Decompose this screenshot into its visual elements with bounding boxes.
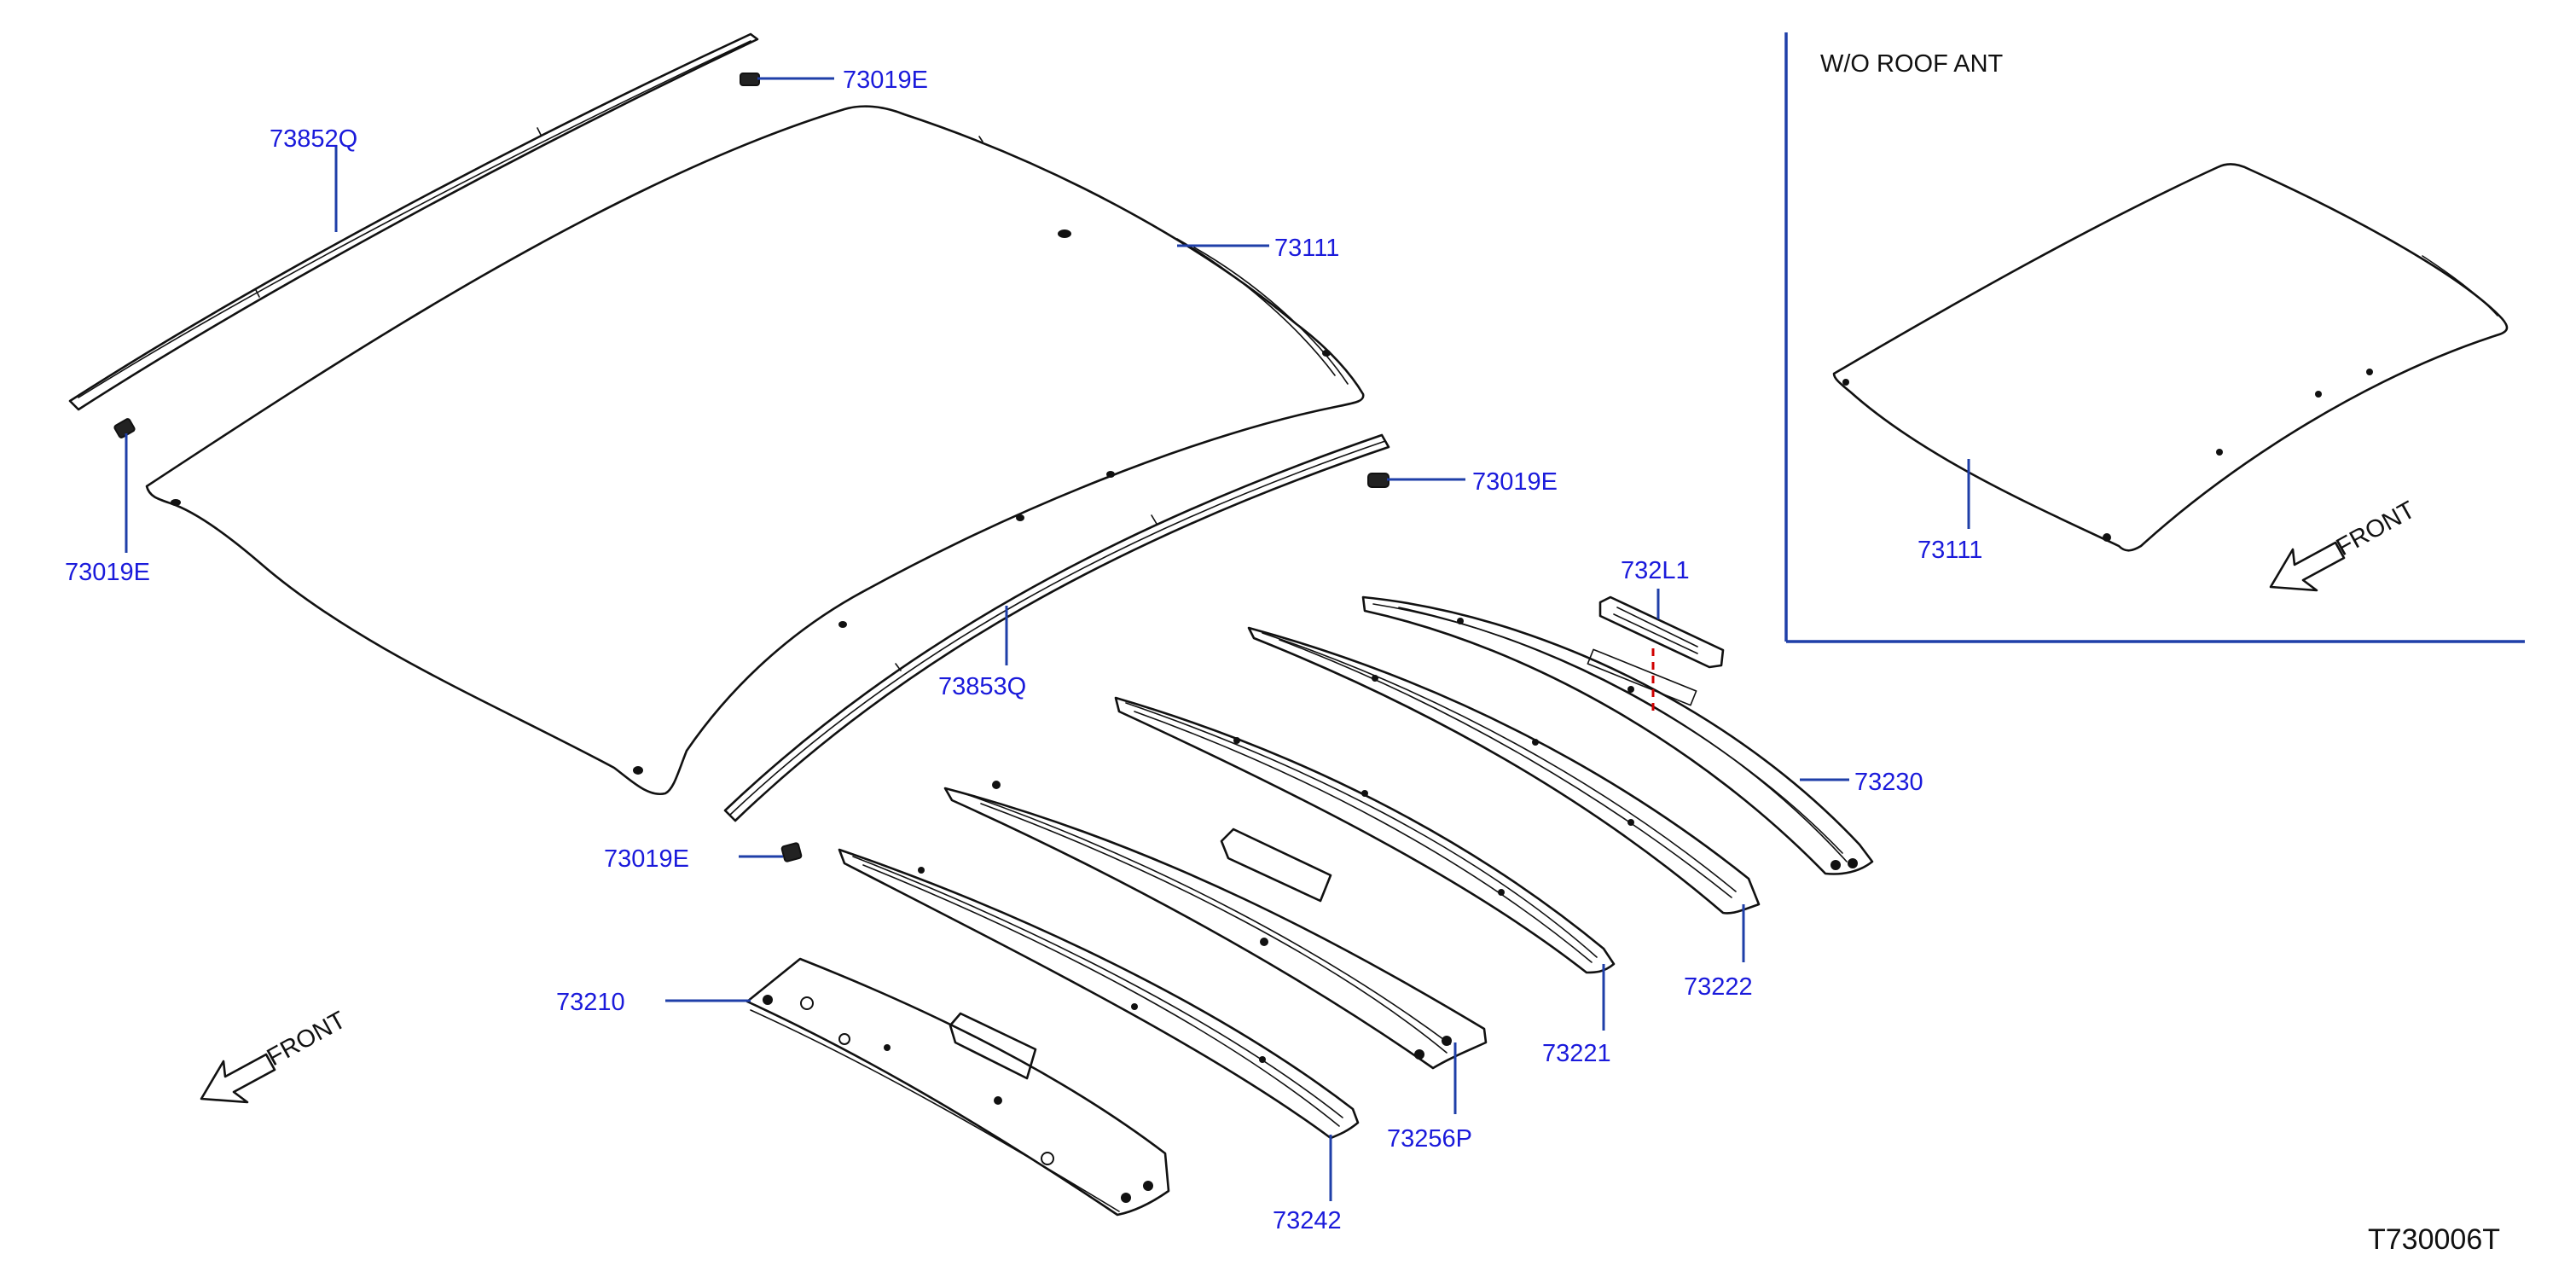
inset-callout-73111: 73111 xyxy=(1917,537,1982,564)
roof-bow-73256P xyxy=(943,781,1488,1070)
callout-73256P: 73256P xyxy=(1387,1125,1472,1153)
callout-73242: 73242 xyxy=(1273,1207,1342,1234)
inset-front-label: FRONT xyxy=(2332,497,2420,562)
callout-73222: 73222 xyxy=(1684,973,1753,1001)
front-arrow-icon xyxy=(200,1053,276,1104)
front-header-73210 xyxy=(746,957,1170,1217)
roof-molding-right-73853Q xyxy=(723,433,1390,822)
callout-73210: 73210 xyxy=(556,989,625,1016)
callout-73019E-top: 73019E xyxy=(843,67,928,94)
bracket-732L1 xyxy=(1598,595,1725,669)
callout-73853Q: 73853Q xyxy=(938,673,1026,700)
roof-molding-left-73852Q xyxy=(68,32,759,411)
clip-73019E-bottom xyxy=(780,842,803,862)
clip-73019E-left xyxy=(113,418,136,438)
callout-73019E-bottom: 73019E xyxy=(604,845,689,873)
callout-73019E-left: 73019E xyxy=(65,559,150,586)
roof-bow-73222 xyxy=(1247,626,1761,915)
roof-panel-73111 xyxy=(145,105,1365,796)
roof-rail-73230 xyxy=(1361,595,1874,875)
callout-73019E-right: 73019E xyxy=(1472,468,1558,496)
leader-lines xyxy=(125,77,1849,1201)
callout-73852Q: 73852Q xyxy=(270,125,357,153)
inset-front-arrow-icon xyxy=(2269,541,2346,592)
callout-732L1: 732L1 xyxy=(1621,557,1690,584)
clip-73019E-top xyxy=(740,73,760,86)
inset-frame xyxy=(1784,32,2525,643)
diagram-id: T730006T xyxy=(2368,1223,2500,1256)
callout-73230: 73230 xyxy=(1854,769,1923,796)
callout-73221: 73221 xyxy=(1542,1040,1611,1067)
inset-title: W/O ROOF ANT xyxy=(1820,50,2004,78)
inset-roof-panel-73111 xyxy=(1832,163,2509,552)
roof-bow-73242 xyxy=(838,848,1360,1140)
callout-73111: 73111 xyxy=(1274,235,1339,262)
clip-73019E-right xyxy=(1367,473,1390,488)
front-label: FRONT xyxy=(263,1007,351,1072)
roof-bow-73221 xyxy=(1114,696,1616,974)
